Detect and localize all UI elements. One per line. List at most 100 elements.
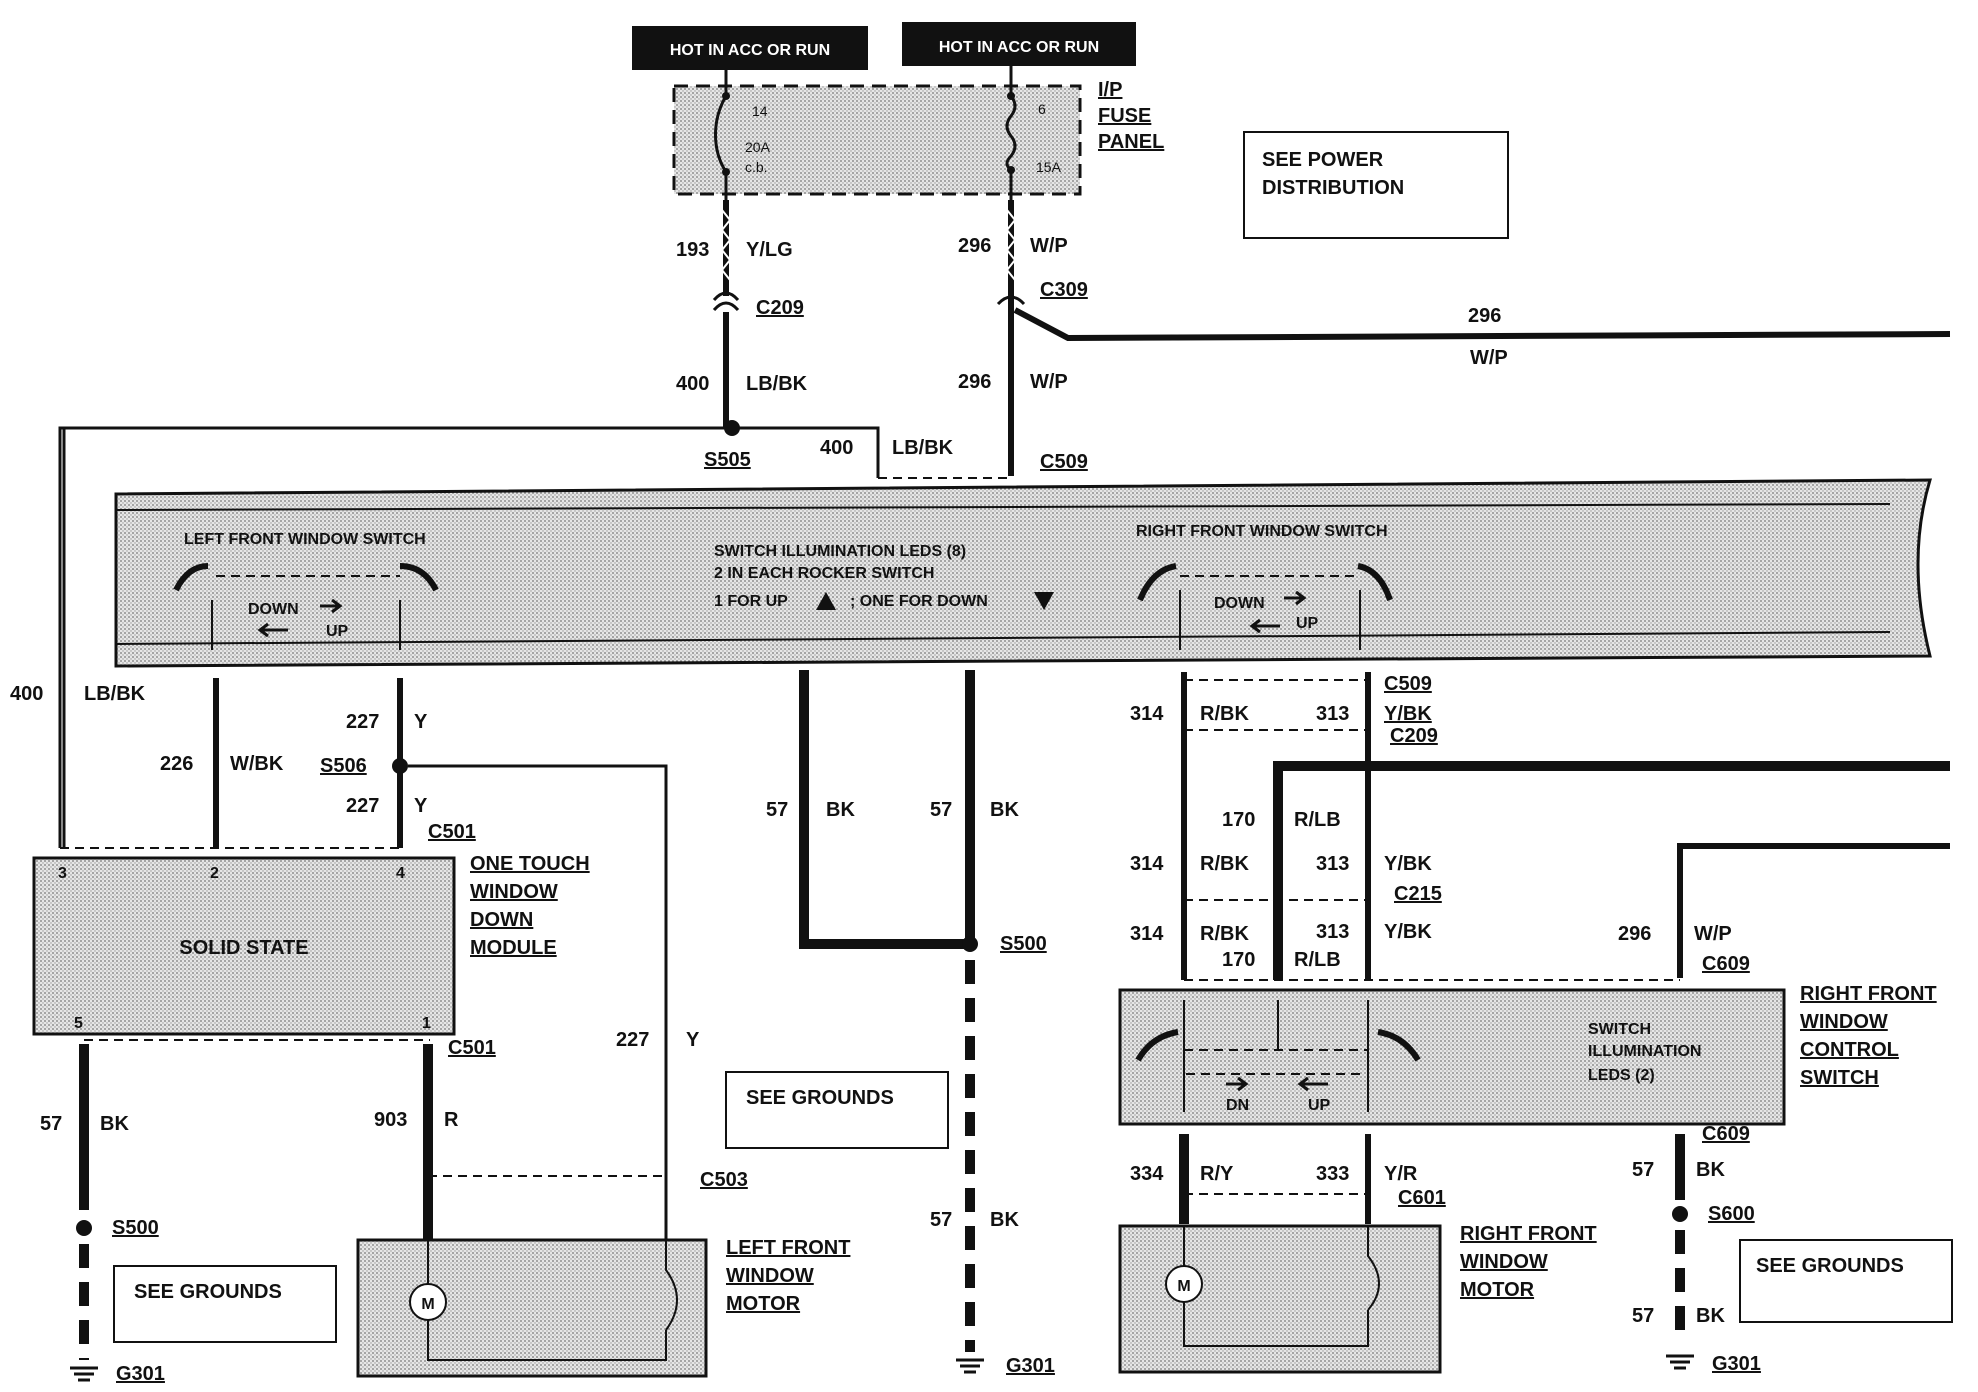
s505-label: S505 — [704, 449, 751, 471]
wire-400-c-color: LB/BK — [84, 683, 146, 705]
wire-193: 193 Y/LG — [676, 200, 793, 296]
wire-57-ra-num: 57 — [1632, 1159, 1654, 1181]
wire-226: 226 W/BK — [160, 678, 284, 848]
wire-334-num: 334 — [1130, 1163, 1164, 1185]
left-motor-title-1: LEFT FRONT — [726, 1237, 850, 1259]
wire-400: 400 LB/BK S505 400 LB/BK 400 LB/BK — [10, 312, 954, 848]
see-power-box: SEE POWER DISTRIBUTION — [1243, 131, 1509, 239]
s506-label: S506 — [320, 755, 367, 777]
wire-227-b-color: Y — [414, 795, 428, 817]
connector-c209-top: C209 — [712, 291, 804, 319]
right-motor-symbol: M — [1177, 1278, 1190, 1295]
fuse-panel-title-2: FUSE — [1098, 105, 1151, 127]
wire-314-c-color: R/BK — [1200, 923, 1249, 945]
wire-170: 170 R/LB 170 R/LB — [1184, 761, 1950, 980]
wire-226-num: 226 — [160, 753, 193, 775]
wire-333-num: 333 — [1316, 1163, 1349, 1185]
c609-bottom-label: C609 — [1702, 1123, 1750, 1145]
wire-227-c-color: Y — [686, 1029, 700, 1051]
module-pin-4: 4 — [396, 865, 405, 882]
wire-57-ca-num: 57 — [766, 799, 788, 821]
wire-903: C501 903 R C503 — [374, 1037, 748, 1240]
wire-226-color: W/BK — [230, 753, 284, 775]
wire-57-center-b: 57 BK S500 57 BK G301 — [930, 670, 1055, 1377]
fuse-left-number: 14 — [752, 103, 768, 119]
g301-center-label: G301 — [1006, 1355, 1055, 1377]
right-motor-title-3: MOTOR — [1460, 1279, 1535, 1301]
fuse-panel-title-1: I/P — [1098, 79, 1122, 101]
wire-296-b-color: W/P — [1470, 347, 1508, 369]
see-grounds-center: SEE GROUNDS — [725, 1071, 949, 1149]
wire-227: 227 Y S506 227 Y 227 Y C501 — [60, 678, 700, 1240]
wire-333: 333 Y/R C601 — [1184, 1134, 1446, 1224]
wire-296: 296 W/P C309 296 W/P 296 W/P — [958, 200, 1951, 476]
wire-57-left-num: 57 — [40, 1113, 62, 1135]
wire-170-b-color: R/LB — [1294, 949, 1341, 971]
rcs-title-3: CONTROL — [1800, 1039, 1899, 1061]
c509-top-label: C509 — [1040, 451, 1088, 473]
rcs-title-1: RIGHT FRONT — [1800, 983, 1937, 1005]
fuse-panel-title-3: PANEL — [1098, 131, 1164, 153]
wire-57-rb-num: 57 — [1632, 1305, 1654, 1327]
module-pin-5: 5 — [74, 1015, 83, 1032]
wire-296-c-color: W/P — [1030, 371, 1068, 393]
g301-left-label: G301 — [116, 1363, 165, 1385]
wire-170-a-num: 170 — [1222, 809, 1255, 831]
c509-right-label: C509 — [1384, 673, 1432, 695]
wire-296-color: W/P — [1030, 235, 1068, 257]
wire-333-color: Y/R — [1384, 1163, 1418, 1185]
left-switch-up: UP — [326, 623, 349, 640]
wire-57-cb-num: 57 — [930, 799, 952, 821]
wire-57-left-color: BK — [100, 1113, 129, 1135]
rcs-title-2: WINDOW — [1800, 1011, 1888, 1033]
wire-313: 313 Y/BK C509 C209 313 Y/BK C215 313 Y/B… — [1184, 672, 1442, 980]
hot-label-right: HOT IN ACC OR RUN — [902, 22, 1136, 66]
wire-57-cc-num: 57 — [930, 1209, 952, 1231]
wire-227-c-num: 227 — [616, 1029, 649, 1051]
main-switch-panel: LEFT FRONT WINDOW SWITCH RIGHT FRONT WIN… — [114, 478, 1933, 668]
fuse-left-type: c.b. — [745, 159, 768, 175]
wire-314: 314 R/BK 314 R/BK 314 R/BK — [1130, 672, 1249, 980]
rcs-title-4: SWITCH — [1800, 1067, 1879, 1089]
right-motor-title-1: RIGHT FRONT — [1460, 1223, 1597, 1245]
s500-center-label: S500 — [1000, 933, 1047, 955]
right-switch-down: DOWN — [1214, 595, 1265, 612]
rcs-up: UP — [1308, 1097, 1331, 1114]
left-motor-title-2: WINDOW — [726, 1265, 814, 1287]
rcs-leds-2: ILLUMINATION — [1588, 1043, 1701, 1060]
c501-top-label: C501 — [428, 821, 476, 843]
wire-314-b-color: R/BK — [1200, 853, 1249, 875]
fuse-panel: 14 20A c.b. 6 15A I/P FUSE PANEL — [672, 66, 1164, 200]
right-switch-up: UP — [1296, 615, 1319, 632]
c501-bottom-label: C501 — [448, 1037, 496, 1059]
rcs-leds-1: SWITCH — [1588, 1021, 1651, 1038]
wire-296-r-color: W/P — [1694, 923, 1732, 945]
wire-314-c-num: 314 — [1130, 923, 1164, 945]
wire-400-color: LB/BK — [746, 373, 808, 395]
wire-57-rb-color: BK — [1696, 1305, 1725, 1327]
hot-label-left-text: HOT IN ACC OR RUN — [670, 42, 830, 59]
connector-c509-top: C509 — [878, 451, 1088, 479]
wire-57-cb-color: BK — [990, 799, 1019, 821]
wire-314-a-color: R/BK — [1200, 703, 1249, 725]
c609-top-label: C609 — [1702, 953, 1750, 975]
right-motor: M RIGHT FRONT WINDOW MOTOR — [1118, 1223, 1597, 1374]
see-grounds-left-text: SEE GROUNDS — [134, 1281, 282, 1303]
wire-313-b-color: Y/BK — [1384, 853, 1432, 875]
wire-314-b-num: 314 — [1130, 853, 1164, 875]
right-control-switch: DN UP SWITCH ILLUMINATION LEDS (2) RIGHT… — [1118, 983, 1937, 1126]
module-title-3: DOWN — [470, 909, 533, 931]
wire-296-r-num: 296 — [1618, 923, 1651, 945]
left-motor-title-3: MOTOR — [726, 1293, 801, 1315]
g301-right-label: G301 — [1712, 1353, 1761, 1375]
fuse-left-rating: 20A — [745, 139, 771, 155]
module-pin-2: 2 — [210, 865, 219, 882]
s500-left-label: S500 — [112, 1217, 159, 1239]
c209-right-label: C209 — [1390, 725, 1438, 747]
wire-334-color: R/Y — [1200, 1163, 1234, 1185]
wire-170-b-num: 170 — [1222, 949, 1255, 971]
wire-903-color: R — [444, 1109, 459, 1131]
c601-label: C601 — [1398, 1187, 1446, 1209]
wire-296-c-num: 296 — [958, 371, 991, 393]
